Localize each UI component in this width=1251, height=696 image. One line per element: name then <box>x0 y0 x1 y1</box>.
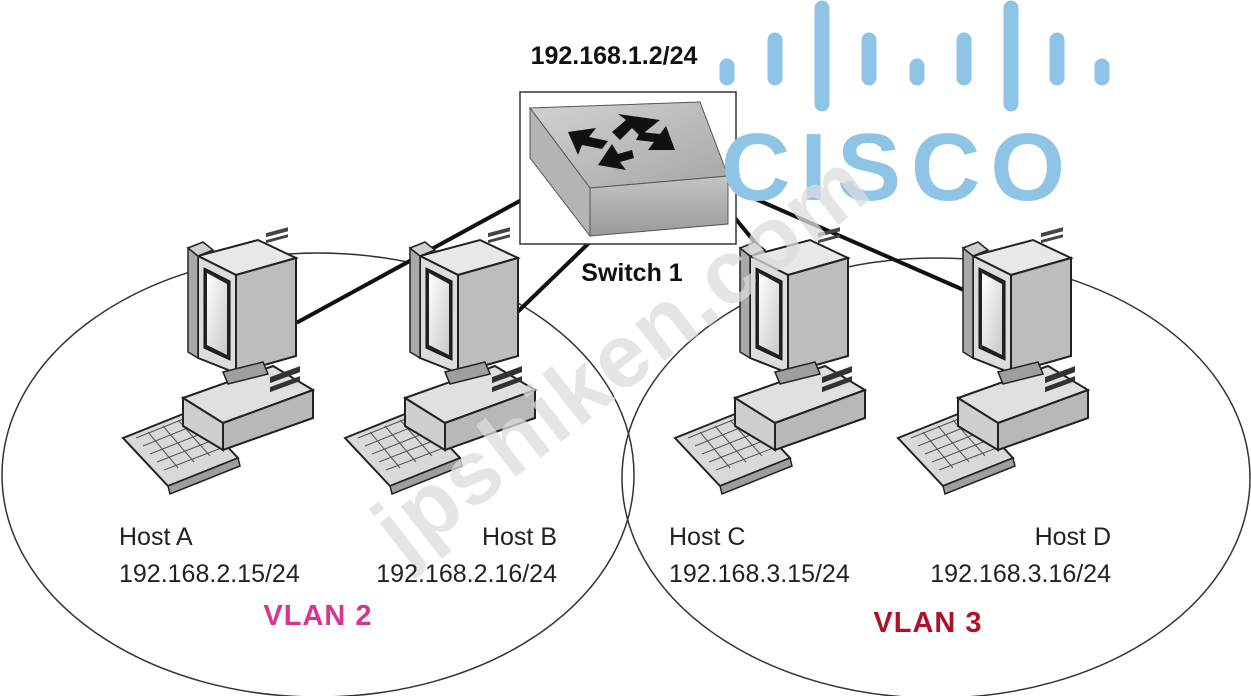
switch-name-label: Switch 1 <box>581 259 683 287</box>
cisco-logo: CISCO <box>719 0 1110 221</box>
network-switch-icon <box>519 91 737 245</box>
host-c-name: Host C <box>669 523 745 551</box>
vlan-2-label: VLAN 2 <box>263 600 372 632</box>
vlan-3-ellipse <box>621 257 1251 696</box>
vlan-2-ellipse <box>1 252 635 696</box>
vlan-3-label: VLAN 3 <box>873 607 982 639</box>
host-b-ip: 192.168.2.16/24 <box>376 560 557 588</box>
host-d-ip: 192.168.3.16/24 <box>930 560 1111 588</box>
host-d-name: Host D <box>1035 523 1111 551</box>
host-a-name: Host A <box>119 523 193 551</box>
host-a-computer-icon <box>122 226 314 495</box>
switch-ip-label: 192.168.1.2/24 <box>531 42 698 70</box>
host-d-computer-icon <box>897 226 1089 495</box>
cisco-bridge-icon <box>719 0 1110 112</box>
switch-arrows-icon <box>568 114 675 170</box>
host-c-ip: 192.168.3.15/24 <box>669 560 850 588</box>
host-a-ip: 192.168.2.15/24 <box>119 560 300 588</box>
host-b-name: Host B <box>482 523 557 551</box>
cisco-logo-text: CISCO <box>721 114 1075 221</box>
link-host-d <box>733 188 1007 310</box>
